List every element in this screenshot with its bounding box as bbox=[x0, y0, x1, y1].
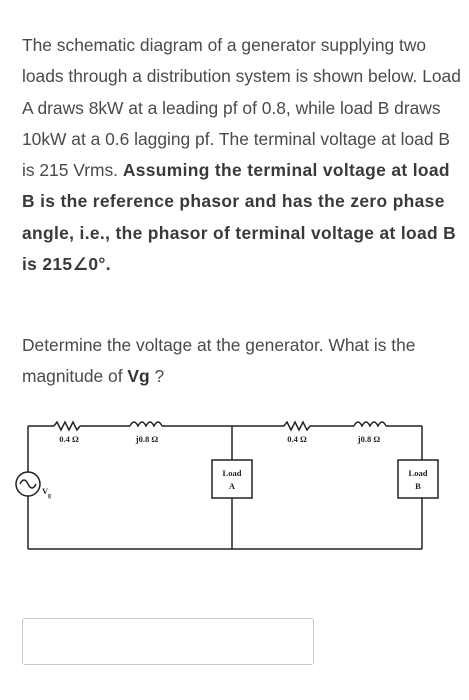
circuit-schematic: 0.4 Ω j0.8 Ω 0.4 Ω j0.8 Ω Load A Load B … bbox=[15, 420, 439, 550]
inductor-2 bbox=[353, 421, 387, 428]
question-variable: Vg bbox=[127, 366, 150, 387]
resistor-1 bbox=[53, 420, 81, 432]
question-suffix: ? bbox=[154, 366, 165, 387]
inductor-1 bbox=[129, 421, 163, 428]
load-a-label-1: Load bbox=[223, 468, 242, 478]
source-label-sub: g bbox=[48, 493, 51, 499]
answer-input[interactable] bbox=[22, 618, 314, 665]
problem-statement: The schematic diagram of a generator sup… bbox=[22, 30, 462, 280]
source-label: V bbox=[42, 486, 49, 496]
r2-label: 0.4 Ω bbox=[287, 434, 307, 444]
load-b-label-2: B bbox=[415, 481, 421, 491]
resistor-2 bbox=[283, 420, 311, 432]
generator-source bbox=[15, 471, 41, 497]
x2-label: j0.8 Ω bbox=[357, 434, 381, 444]
load-a-box bbox=[211, 459, 253, 499]
problem-text: The schematic diagram of a generator sup… bbox=[22, 35, 461, 181]
problem-bold-text: Assuming the terminal voltage at load B … bbox=[22, 160, 457, 275]
x1-label: j0.8 Ω bbox=[135, 434, 159, 444]
load-b-box bbox=[397, 459, 439, 499]
r1-label: 0.4 Ω bbox=[59, 434, 79, 444]
load-b-label-1: Load bbox=[409, 468, 428, 478]
load-a-label-2: A bbox=[229, 481, 236, 491]
question-text: Determine the voltage at the generator. … bbox=[22, 335, 416, 387]
question: Determine the voltage at the generator. … bbox=[22, 330, 462, 393]
